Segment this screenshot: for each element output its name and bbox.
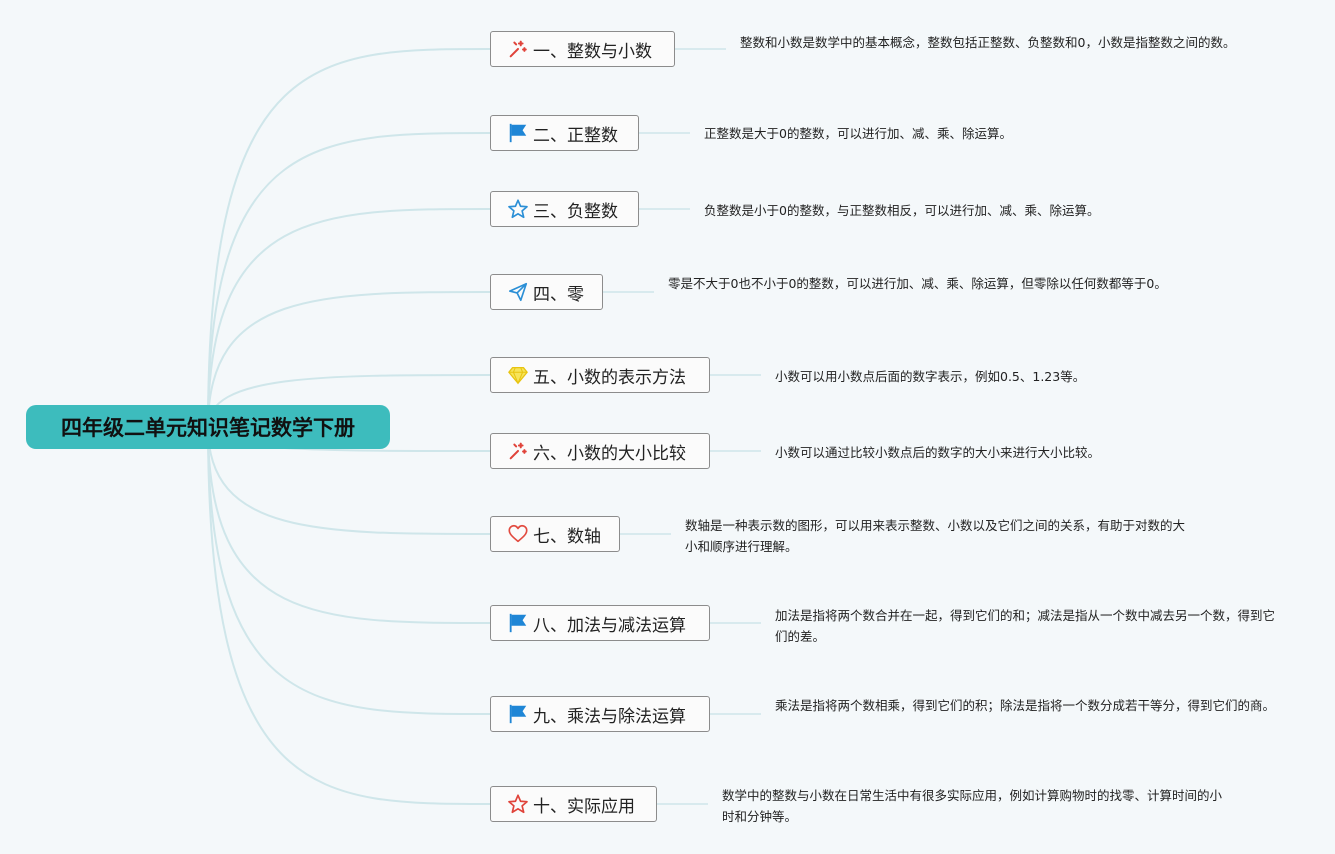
branch-connector <box>207 426 491 624</box>
topic-label: 十、实际应用 <box>533 796 635 817</box>
note-decimal-comparison: 小数可以通过比较小数点后的数字的大小来进行大小比较。 <box>775 445 1101 460</box>
topic-label: 六、小数的大小比较 <box>533 443 686 464</box>
branch-connector <box>207 48 491 428</box>
topic-label: 九、乘法与除法运算 <box>533 706 686 727</box>
topic-decimal-notation[interactable]: 五、小数的表示方法 <box>490 357 710 393</box>
sparkle-icon <box>507 38 529 60</box>
topic-negative-integers[interactable]: 三、负整数 <box>490 191 639 227</box>
topic-multiplication-division[interactable]: 九、乘法与除法运算 <box>490 696 710 732</box>
branch-connector <box>207 208 491 428</box>
note-zero: 零是不大于0也不小于0的整数，可以进行加、减、乘、除运算，但零除以任何数都等于0… <box>668 276 1167 291</box>
flag-icon <box>507 122 529 144</box>
flag-icon <box>507 612 529 634</box>
note-positive-integers: 正整数是大于0的整数，可以进行加、减、乘、除运算。 <box>704 126 1012 141</box>
note-addition-subtraction: 加法是指将两个数合并在一起，得到它们的和；减法是指从一个数中减去另一个数，得到它… <box>775 608 1276 644</box>
branch-connector <box>207 426 491 535</box>
star-icon <box>507 793 529 815</box>
branch-connector <box>207 132 491 428</box>
diamond-icon <box>507 364 529 386</box>
topic-zero[interactable]: 四、零 <box>490 274 603 310</box>
topic-label: 五、小数的表示方法 <box>533 367 686 388</box>
paper-plane-icon <box>507 281 529 303</box>
central-topic-label: 四年级二单元知识笔记数学下册 <box>61 416 355 440</box>
topic-label: 二、正整数 <box>533 125 618 146</box>
topic-label: 七、数轴 <box>533 526 601 547</box>
topic-addition-subtraction[interactable]: 八、加法与减法运算 <box>490 605 710 641</box>
topic-label: 四、零 <box>533 284 584 305</box>
topic-practical-applications[interactable]: 十、实际应用 <box>490 786 657 822</box>
note-integers-decimals: 整数和小数是数学中的基本概念，整数包括正整数、负整数和0，小数是指整数之间的数。 <box>740 35 1236 50</box>
heart-icon <box>507 523 529 545</box>
note-decimal-notation: 小数可以用小数点后面的数字表示，例如0.5、1.23等。 <box>775 369 1086 384</box>
central-topic[interactable]: 四年级二单元知识笔记数学下册 <box>26 405 390 449</box>
topic-integers-decimals[interactable]: 一、整数与小数 <box>490 31 675 67</box>
topic-label: 八、加法与减法运算 <box>533 615 686 636</box>
topic-label: 三、负整数 <box>533 201 618 222</box>
branch-connector <box>207 426 491 715</box>
branch-connector <box>207 426 491 805</box>
topic-number-line[interactable]: 七、数轴 <box>490 516 620 552</box>
flag-icon <box>507 703 529 725</box>
note-multiplication-division: 乘法是指将两个数相乘，得到它们的积；除法是指将一个数分成若干等分，得到它们的商。 <box>775 698 1276 713</box>
sparkle-icon <box>507 440 529 462</box>
note-number-line: 数轴是一种表示数的图形，可以用来表示整数、小数以及它们之间的关系，有助于对数的大… <box>685 518 1186 554</box>
topic-positive-integers[interactable]: 二、正整数 <box>490 115 639 151</box>
star-icon <box>507 198 529 220</box>
topic-decimal-comparison[interactable]: 六、小数的大小比较 <box>490 433 710 469</box>
note-practical-applications: 数学中的整数与小数在日常生活中有很多实际应用，例如计算购物时的找零、计算时间的小… <box>722 788 1223 824</box>
topic-label: 一、整数与小数 <box>533 41 652 62</box>
note-negative-integers: 负整数是小于0的整数，与正整数相反，可以进行加、减、乘、除运算。 <box>704 203 1100 218</box>
branch-connector <box>207 291 491 428</box>
